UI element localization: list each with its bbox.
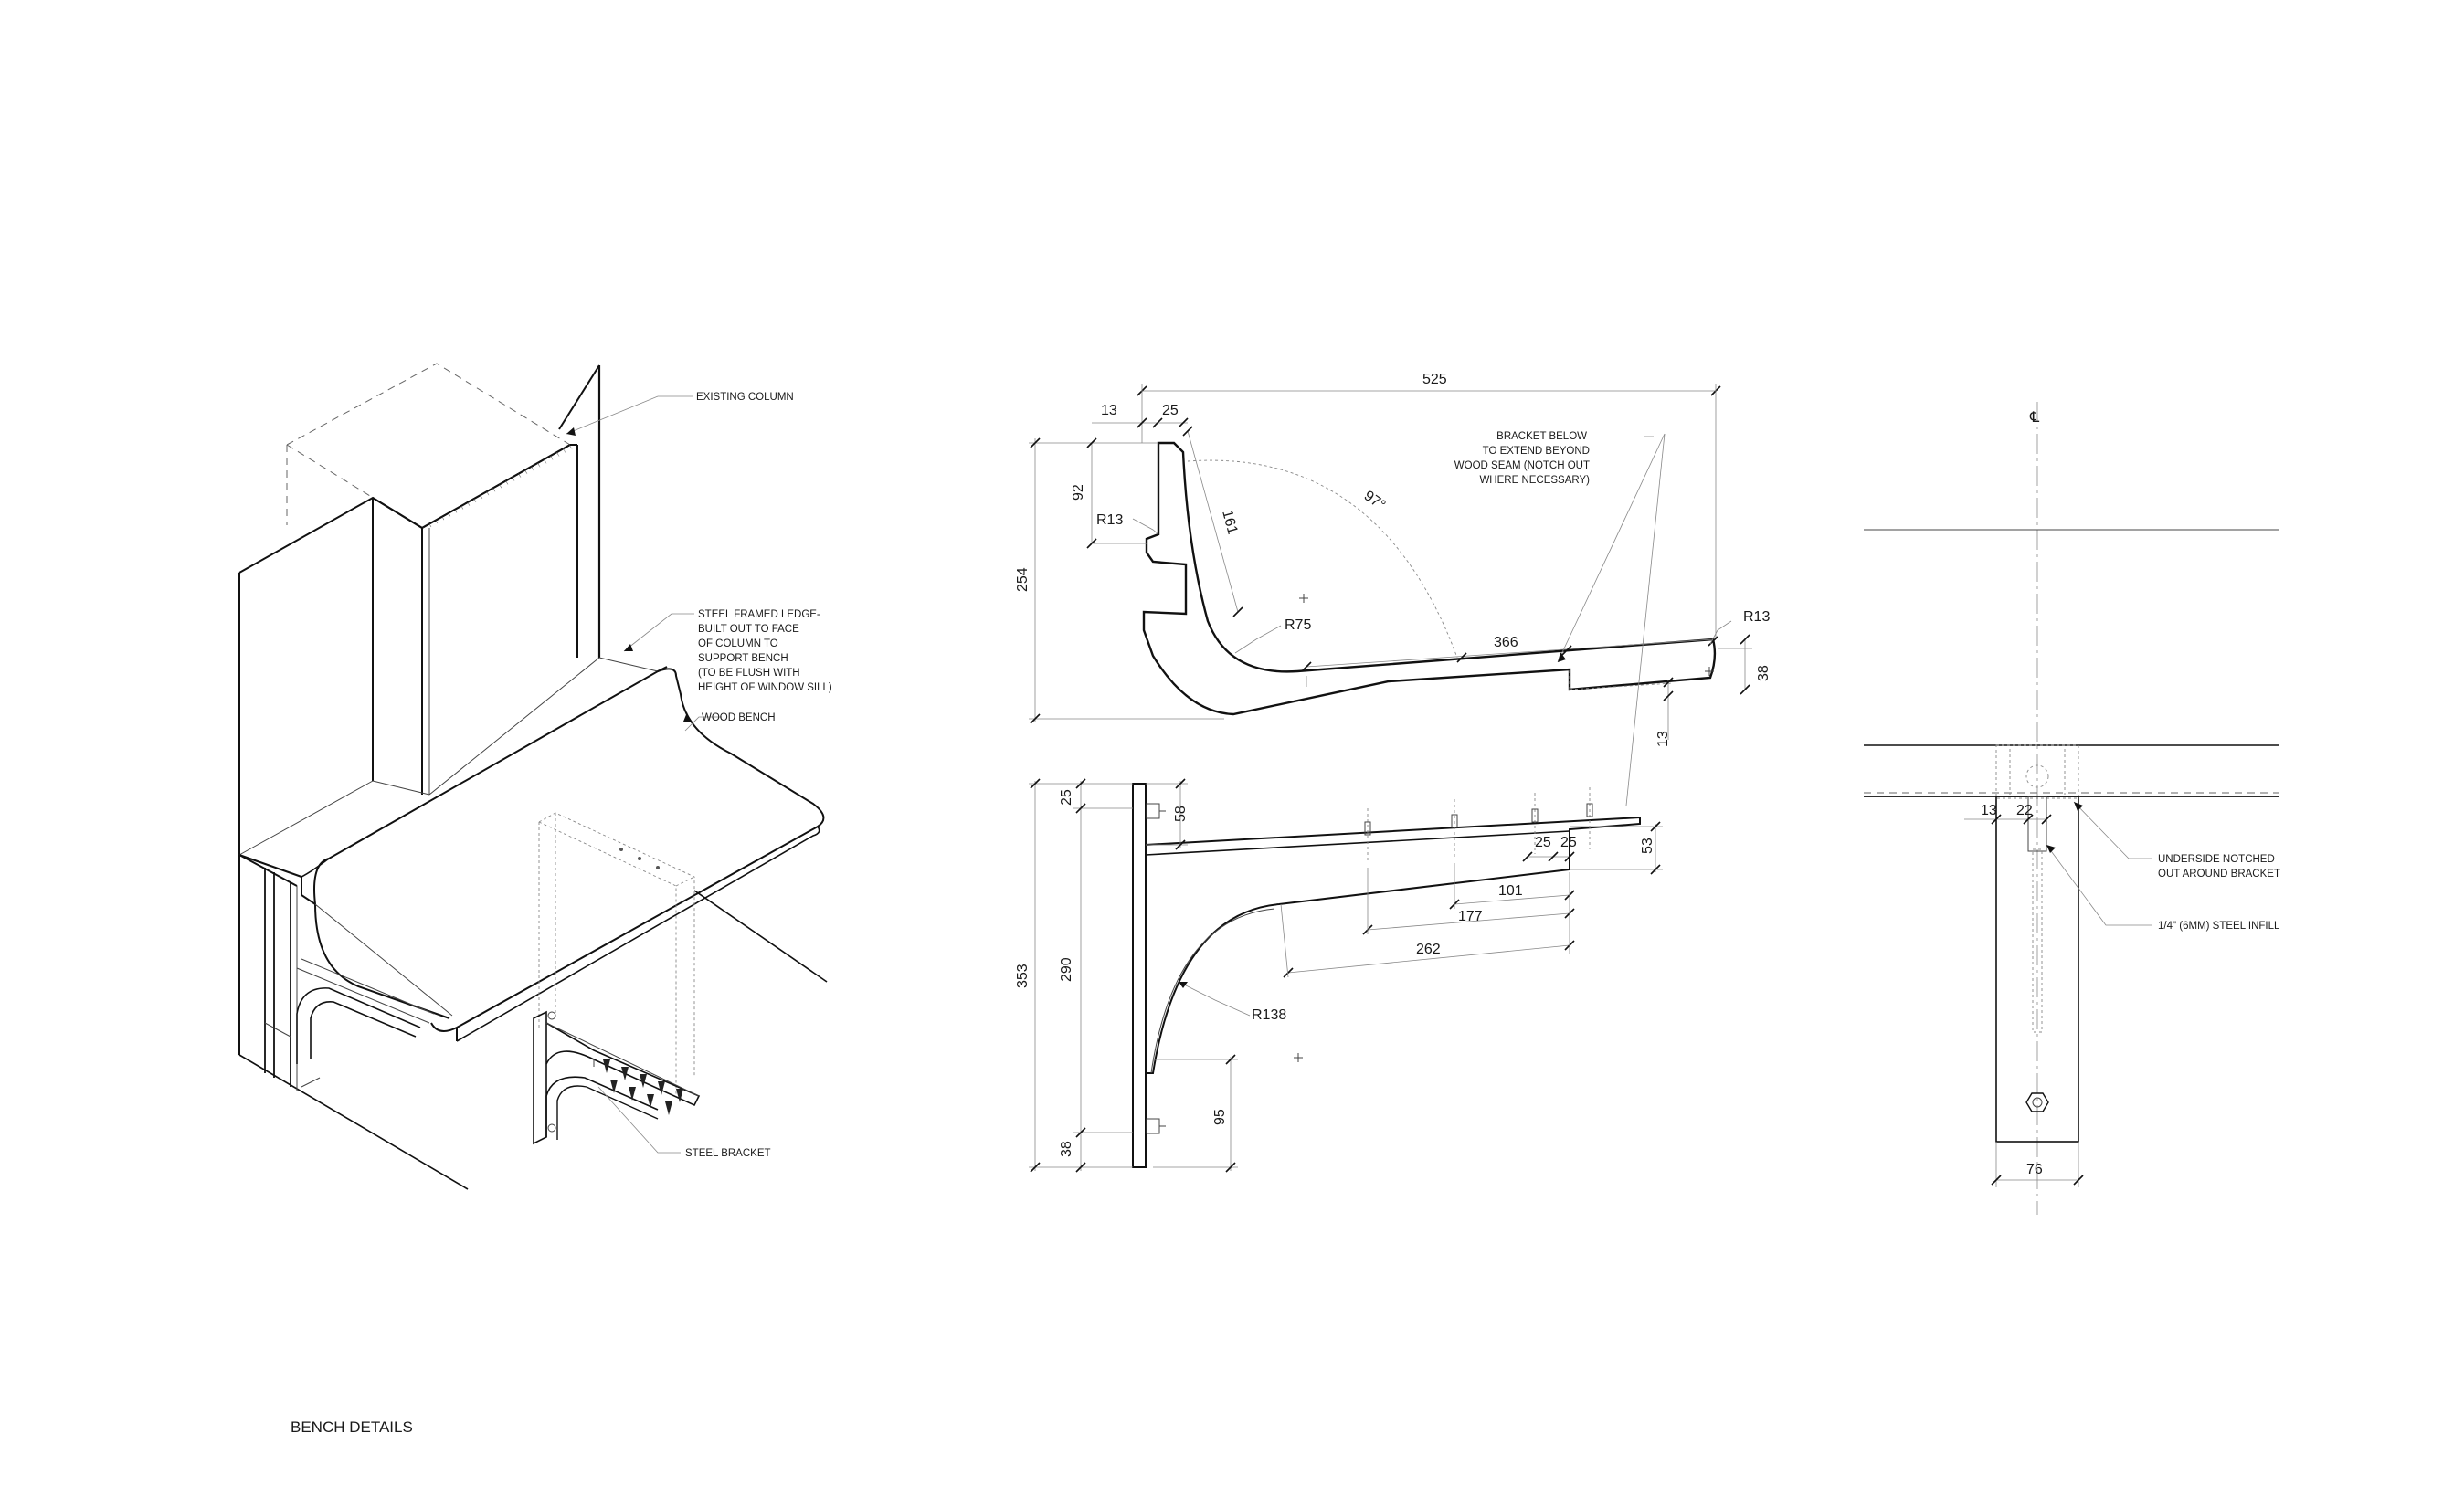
floor-edge-left	[238, 1054, 469, 1190]
label-wood-bench: WOOD BENCH	[702, 712, 776, 723]
hex-bolt	[2025, 1092, 2049, 1112]
dim-25-screw-a: 25	[1535, 835, 1551, 850]
hidden-support-outline	[538, 812, 695, 1096]
dim-353: 353	[1015, 964, 1031, 988]
section-dimension-lines	[1029, 384, 1752, 740]
sheet-title: BENCH DETAILS	[291, 1418, 413, 1436]
arm-screws	[1364, 787, 1593, 863]
label-steel-bracket: STEEL BRACKET	[685, 1148, 771, 1159]
floor-edge-right	[693, 890, 828, 983]
dim-525: 525	[1422, 372, 1447, 387]
plate-bolts	[1146, 803, 1166, 1134]
bracket-back-plate	[1132, 783, 1147, 1168]
note-steel-infill: 1/4" (6MM) STEEL INFILL	[2158, 921, 2280, 932]
dim-58: 58	[1173, 806, 1189, 822]
label-ledge-line6: HEIGHT OF WINDOW SILL)	[698, 682, 832, 693]
label-ledge-line1: STEEL FRAMED LEDGE-	[698, 609, 820, 620]
bracket-under-bench	[296, 958, 435, 1064]
dim-177: 177	[1458, 909, 1483, 924]
dim-r75: R75	[1285, 617, 1311, 633]
dim-r13-tip: R13	[1743, 609, 1770, 625]
dim-r13-top: R13	[1096, 512, 1123, 528]
exploded-steel-bracket	[533, 1010, 701, 1145]
isometric-view: EXISTING COLUMN STEEL FRAMED LEDGE- BUIL…	[238, 363, 832, 1190]
dim-25-screw-b: 25	[1560, 835, 1577, 850]
label-ledge-line3: OF COLUMN TO	[698, 638, 778, 649]
dim-290: 290	[1059, 957, 1074, 982]
dim-25: 25	[1162, 403, 1179, 418]
bracket-end-view: ℄ 13 22	[1864, 402, 2280, 1215]
dim-76: 76	[2026, 1162, 2043, 1177]
elevation-dimension-lines	[1029, 778, 1663, 1173]
note-bracket-line3: WOOD SEAM (NOTCH OUT	[1454, 460, 1590, 471]
dim-262: 262	[1416, 942, 1441, 957]
dim-13-end: 13	[1981, 803, 1997, 818]
bracket-screws	[603, 1059, 683, 1115]
dim-38: 38	[1756, 665, 1771, 681]
dim-angle-97: 97°	[1361, 488, 1389, 513]
wall-block	[238, 496, 659, 1055]
dim-13: 13	[1101, 403, 1117, 418]
bracket-elevation-view: 25 58 353 290 38 95 R138 25 25 53 101 17…	[1015, 778, 1663, 1173]
dim-101: 101	[1498, 883, 1523, 899]
dim-95: 95	[1212, 1109, 1228, 1125]
note-bracket-line4: WHERE NECESSARY)	[1479, 475, 1590, 486]
dim-22: 22	[2016, 803, 2033, 818]
dim-53: 53	[1640, 838, 1655, 854]
dim-38-plate-bottom: 38	[1059, 1141, 1074, 1157]
dim-366: 366	[1494, 635, 1518, 650]
bench-profile	[1142, 441, 1717, 716]
existing-column-outline	[286, 363, 571, 529]
steel-ledge	[238, 854, 298, 1091]
dim-13-lower: 13	[1655, 731, 1671, 747]
label-ledge-line4: SUPPORT BENCH	[698, 653, 788, 664]
dim-r138: R138	[1252, 1007, 1286, 1023]
bench-section-view: 525 13 25 92 254 161 97° R13 R75 366 R13…	[1015, 372, 1771, 806]
dim-254: 254	[1015, 567, 1031, 592]
note-bracket-line1: BRACKET BELOW	[1496, 431, 1587, 442]
note-notched-line1: UNDERSIDE NOTCHED	[2158, 854, 2275, 865]
angle-arc	[1187, 459, 1458, 659]
bracket-arm	[1145, 816, 1641, 1074]
dim-92: 92	[1071, 484, 1086, 501]
isometric-leaders	[566, 395, 722, 1154]
label-ledge-line2: BUILT OUT TO FACE	[698, 624, 799, 635]
note-notched-line2: OUT AROUND BRACKET	[2158, 869, 2280, 880]
label-ledge-line5: (TO BE FLUSH WITH	[698, 668, 800, 679]
column-solid	[372, 364, 601, 795]
dim-161: 161	[1219, 509, 1240, 536]
label-existing-column: EXISTING COLUMN	[696, 392, 794, 403]
end-dimension-lines	[1964, 801, 2152, 1187]
note-bracket-line2: TO EXTEND BEYOND	[1483, 446, 1590, 457]
dim-25-plate-top: 25	[1059, 789, 1074, 806]
centerline-symbol: ℄	[2029, 410, 2040, 426]
